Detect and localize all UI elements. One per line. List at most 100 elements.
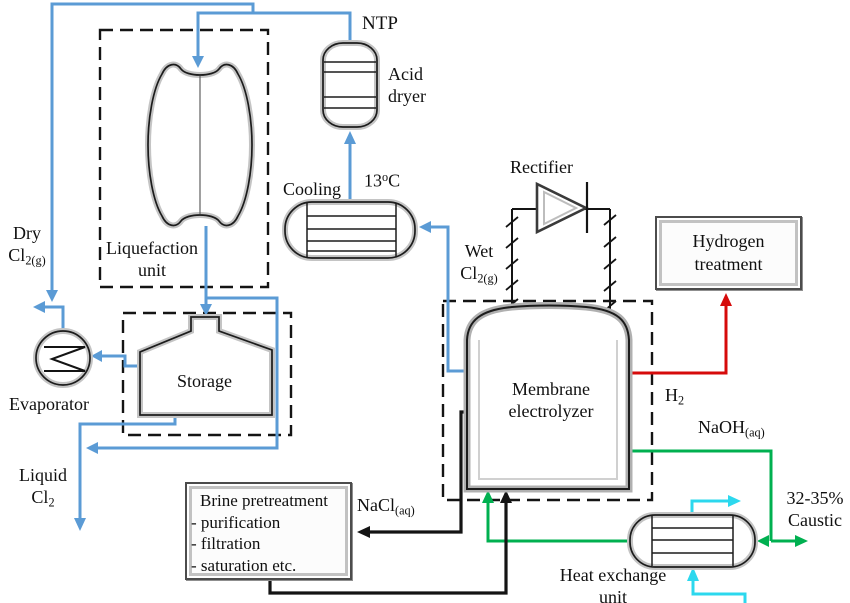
electrolyzer-unit-boundary	[441, 299, 654, 502]
arrow-caustic-product	[795, 535, 808, 547]
label-storage: Storage	[177, 371, 232, 391]
storage-to-evaporator-pipe	[102, 354, 140, 368]
membrane-line1: Membrane	[512, 379, 590, 399]
arrow-into-evaporator	[91, 350, 102, 362]
hx-cap-seams	[651, 516, 734, 566]
nacl-formula: NaCl	[357, 495, 395, 515]
cooling-exchanger	[282, 199, 418, 261]
arrow-coolant-in	[687, 567, 699, 581]
label-naoh: NaOH(aq)	[698, 416, 765, 443]
dry-formula: Cl	[8, 245, 26, 265]
label-heat-exchange-unit: Heat exchange unit	[552, 564, 674, 603]
arrow-naoh-return	[482, 490, 494, 503]
evaporator-vessel	[33, 328, 93, 388]
diode-inner-bevel	[543, 190, 579, 226]
electrolyzer-inner-wall	[478, 340, 618, 480]
h2-pipe	[630, 305, 728, 375]
acid-dryer-line2: dryer	[388, 86, 426, 106]
arrow-into-storage	[200, 304, 212, 316]
liquefaction-unit-boundary	[98, 28, 270, 289]
hydrogen-pipe	[630, 293, 732, 375]
dry-formula-sub: 2(g)	[25, 253, 46, 268]
brine-title: Brine pretreatment	[200, 491, 328, 510]
diode-triangle-icon	[535, 181, 589, 235]
arrow-into-dryer	[344, 131, 356, 144]
storage-bottom-pipe	[78, 415, 177, 519]
label-acid-dryer: Acid dryer	[388, 63, 426, 107]
arrow-into-cooling	[419, 221, 431, 233]
brine-item-purification: - purification	[191, 512, 281, 532]
temp-degree: o	[382, 170, 389, 184]
heat-exchange-line2: unit	[598, 587, 627, 603]
membrane-line2: electrolyzer	[508, 401, 594, 421]
cooling-water-pipes	[687, 495, 747, 603]
label-liquid-cl2: Liquid Cl2	[8, 464, 78, 513]
liquid-formula-sub: 2	[48, 495, 55, 510]
hydrogen-treatment-line2: treatment	[694, 254, 763, 274]
liquefaction-to-liquid-line	[98, 296, 279, 450]
dry-cl2-header-pipe	[50, 2, 255, 290]
liquid-formula: Cl	[31, 487, 49, 507]
caustic-line2: Caustic	[788, 510, 842, 530]
dryer-to-liquefaction-pipe	[196, 11, 352, 57]
dry-word: Dry	[13, 223, 41, 243]
arrow-down-dry-cl2	[46, 290, 58, 302]
naoh-sub: (aq)	[745, 425, 765, 440]
arrow-into-hydrogen-treatment	[720, 293, 732, 306]
hydrogen-treatment-line1: Hydrogen	[692, 231, 765, 251]
arrow-into-heat-exchanger	[757, 535, 769, 547]
arrow-evaporated-out	[33, 301, 45, 313]
naoh-outlet-pipe	[630, 449, 773, 541]
brine-item-saturation: - saturation etc.	[191, 555, 297, 575]
arrow-coolant-out	[728, 495, 741, 507]
wet-formula: Cl	[460, 263, 478, 283]
wet-word: Wet	[464, 241, 494, 261]
coolant-inlet-pipe	[691, 581, 747, 603]
membrane-electrolyzer-vessel	[463, 302, 633, 493]
label-temperature: 13oC	[364, 166, 400, 192]
acid-dryer-line1: Acid	[388, 64, 423, 84]
liquefaction-vessel	[144, 61, 256, 229]
liquefaction-line1: Liquefaction	[106, 238, 198, 258]
dryer-trays	[324, 61, 376, 109]
arrow-liquid-cl2-out	[74, 518, 86, 531]
chlorine-pipes	[33, 2, 466, 531]
label-membrane-electrolyzer: Membrane electrolyzer	[494, 378, 608, 422]
label-liquefaction-unit: Liquefaction unit	[98, 237, 206, 281]
label-cooling: Cooling	[283, 179, 342, 199]
arrow-merge-liquid	[86, 442, 98, 454]
label-caustic: 32-35% Caustic	[778, 487, 850, 531]
brine-item-filtration: - filtration	[191, 534, 261, 553]
brine-pretreatment-box: Brine pretreatment - purification - filt…	[185, 482, 352, 580]
temp-unit: C	[388, 170, 401, 191]
hydrogen-treatment-box: Hydrogen treatment	[655, 216, 802, 290]
cable-ticks	[505, 214, 617, 312]
heat-exchange-vessel	[627, 512, 758, 570]
hx-tubes	[652, 527, 733, 554]
label-h2: H2	[665, 384, 684, 411]
heat-exchange-line1: Heat exchange	[559, 565, 667, 585]
wet-formula-sub: 2(g)	[477, 271, 498, 286]
label-evaporator: Evaporator	[9, 394, 89, 414]
label-ntp: NTP	[362, 13, 398, 34]
caustic-line1: 32-35%	[786, 488, 844, 508]
label-dry-cl2: Dry Cl2(g)	[0, 222, 54, 271]
nacl-sub: (aq)	[395, 503, 415, 518]
arrow-into-liquefaction	[192, 56, 204, 68]
label-nacl: NaCl(aq)	[357, 494, 415, 521]
arrow-brine-into-electrolyzer	[500, 490, 512, 503]
h2-formula: H	[665, 385, 678, 405]
label-wet-cl2: Wet Cl2(g)	[442, 240, 516, 289]
liquid-word: Liquid	[19, 465, 67, 485]
liquefaction-line2: unit	[137, 260, 166, 280]
cooling-cap-seams	[306, 203, 397, 257]
rectifier-circuit	[503, 181, 617, 325]
acid-dryer-vessel	[320, 40, 380, 130]
evaporator-coil-icon	[44, 346, 86, 372]
naoh-formula: NaOH	[698, 417, 745, 437]
caustic-pipes	[482, 449, 808, 547]
wet-cl2-pipe	[431, 225, 466, 373]
naoh-return-pipe	[486, 503, 631, 543]
label-rectifier: Rectifier	[510, 157, 573, 177]
